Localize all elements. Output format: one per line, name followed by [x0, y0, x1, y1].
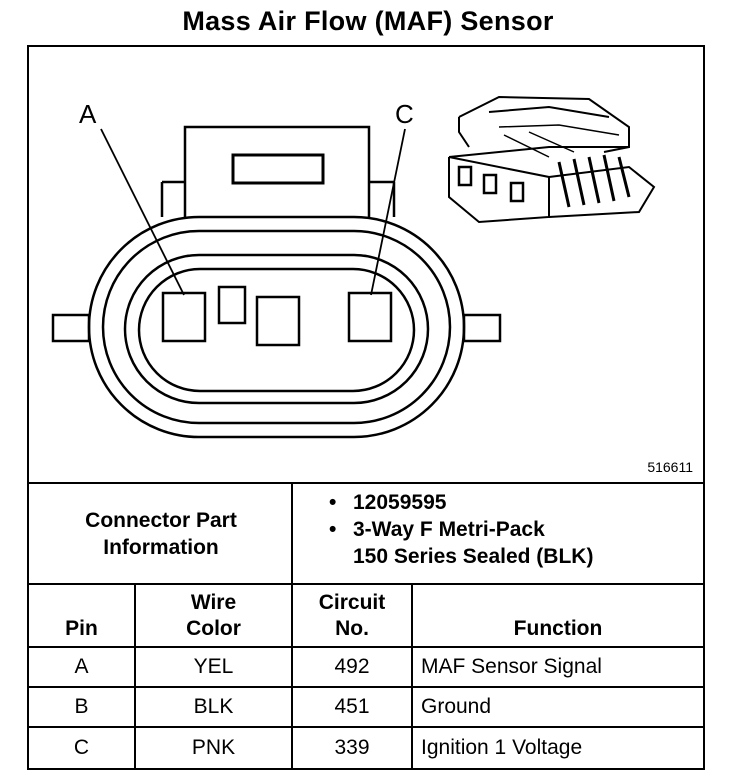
divider — [29, 686, 703, 688]
list-item: •12059595 — [329, 491, 447, 514]
latch-slot — [231, 153, 325, 185]
callout-a: A — [79, 99, 97, 129]
table-cell-function: MAF Sensor Signal — [421, 655, 602, 678]
table-cell-wire: BLK — [193, 695, 234, 718]
connector-series: 150 Series Sealed (BLK) — [353, 545, 594, 568]
divider — [291, 583, 293, 768]
divider — [29, 646, 703, 648]
connector-info-label: Connector Part Information — [29, 484, 293, 583]
table-cell-circuit: 492 — [334, 655, 370, 678]
connector-type: 3-Way F Metri-Pack — [353, 518, 545, 541]
table-cell-pin: A — [74, 655, 89, 678]
part-number: 12059595 — [353, 491, 447, 514]
callout-line-c — [370, 128, 406, 296]
divider — [134, 583, 136, 768]
header-pin: Pin — [65, 617, 98, 640]
table-cell-function: Ground — [421, 695, 492, 718]
side-tab-left — [51, 313, 91, 343]
divider — [411, 583, 413, 768]
pin-cavity-a — [161, 291, 207, 343]
table-cell-function: Ignition 1 Voltage — [421, 736, 583, 759]
table-cell-wire: PNK — [191, 736, 236, 759]
table-cell-circuit: 339 — [334, 736, 370, 759]
pin-cavity-b — [255, 295, 301, 347]
table-cell-pin: B — [74, 695, 89, 718]
page-title: Mass Air Flow (MAF) Sensor — [182, 6, 554, 36]
key-tab — [217, 285, 247, 325]
divider — [29, 482, 703, 484]
divider — [29, 726, 703, 728]
connector-info-label-line1: Connector Part — [85, 508, 237, 532]
connector-info-label-line2: Information — [103, 535, 219, 559]
list-item: •3-Way F Metri-Pack — [329, 518, 545, 541]
figure-number: 516611 — [647, 459, 693, 475]
table-cell-circuit: 451 — [334, 695, 370, 718]
divider — [29, 583, 703, 585]
side-tab-right — [462, 313, 502, 343]
table-cell-wire: YEL — [193, 655, 234, 678]
table-cell-pin: C — [73, 736, 90, 759]
callout-line-a — [100, 128, 185, 296]
connector-frame: A C 516611 Connector Part Information — [27, 45, 705, 770]
connector-3d-view — [448, 95, 656, 224]
header-function: Function — [513, 617, 603, 640]
latch-housing — [183, 125, 371, 172]
pin-cavity-c — [347, 291, 393, 343]
divider — [291, 484, 293, 583]
connector-info-list: •12059595 •3-Way F Metri-Pack 150 Series… — [329, 489, 593, 570]
callout-c: C — [395, 99, 414, 129]
connector-diagram: A C — [51, 95, 656, 439]
list-item: 150 Series Sealed (BLK) — [329, 543, 593, 570]
